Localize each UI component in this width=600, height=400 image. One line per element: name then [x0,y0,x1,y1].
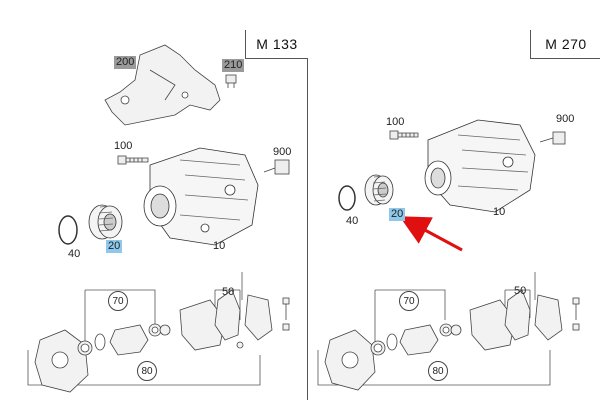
part-label-10-right[interactable]: 10 [493,206,506,218]
panel-divider [307,30,308,400]
part-label-70[interactable]: 70 [108,291,128,311]
exploded-parts-right [317,272,580,391]
alternator-left [143,147,259,246]
pulley-right [364,174,394,206]
part-label-20[interactable]: 20 [106,240,123,253]
part-label-100[interactable]: 100 [114,140,133,152]
part-label-900[interactable]: 900 [273,146,292,158]
bracket-part [104,44,221,126]
alternator-right [424,119,536,213]
part-label-10[interactable]: 10 [213,240,226,252]
pulley-left [88,204,123,240]
cap-900-left [263,159,290,175]
part-label-80[interactable]: 80 [137,361,157,381]
part-label-50-right[interactable]: 50 [514,285,527,297]
part-label-80-right[interactable]: 80 [428,361,448,381]
cap-900-right [539,131,566,145]
part-label-200[interactable]: 200 [114,56,137,69]
part-label-900-right[interactable]: 900 [556,113,575,125]
bolt-100-right [389,130,419,140]
part-label-20-right[interactable]: 20 [389,208,406,221]
part-label-40-right[interactable]: 40 [346,215,359,227]
exploded-parts-left [27,272,290,393]
bolt-210 [225,74,237,88]
bolt-100-left [117,155,149,165]
part-label-50[interactable]: 50 [222,286,235,298]
engine-label-right: M 270 [530,30,600,59]
part-label-100-right[interactable]: 100 [386,116,405,128]
part-label-210[interactable]: 210 [222,59,245,72]
part-label-70-right[interactable]: 70 [399,291,419,311]
ring-left [58,215,78,245]
part-label-40[interactable]: 40 [68,248,81,260]
ring-right [338,185,356,211]
engine-label-left: M 133 [245,30,308,59]
red-arrow-icon [399,216,463,252]
